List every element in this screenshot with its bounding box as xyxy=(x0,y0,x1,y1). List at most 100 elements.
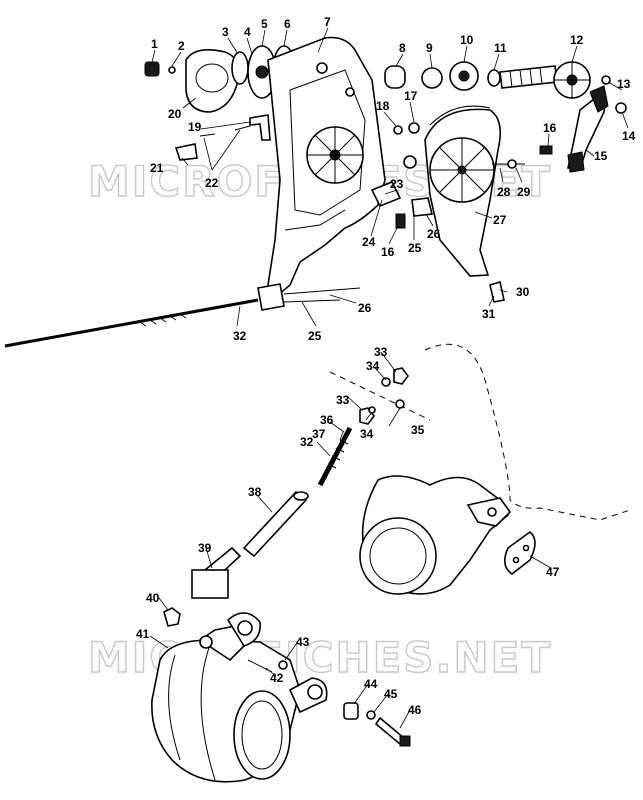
part-small-gear-center xyxy=(458,70,470,82)
callout-7: 7 xyxy=(324,15,331,29)
callout-12: 12 xyxy=(570,33,584,47)
part-pin-head xyxy=(507,159,517,169)
upper-assembly xyxy=(4,36,627,348)
part-deflector-opening-inner xyxy=(369,527,427,585)
part-frame-bolt-top xyxy=(316,62,328,74)
part-chute-ear-hole xyxy=(237,620,253,636)
part-gear-wheel-spokes xyxy=(554,62,590,98)
part-frame-lower-arm xyxy=(284,209,346,231)
part-crank-grip xyxy=(589,85,609,113)
part-cable-guide-2 xyxy=(283,299,341,303)
callout-38: 38 xyxy=(248,485,262,499)
part-cap xyxy=(144,61,160,77)
part-washer-small xyxy=(168,66,176,74)
part-chute-pivot xyxy=(199,635,213,649)
callout-21: 21 xyxy=(150,161,164,175)
part-knob-housing xyxy=(185,49,240,113)
part-cable-clamp xyxy=(257,283,285,311)
callout-25: 25 xyxy=(408,241,422,255)
callout-13: 13 xyxy=(617,77,631,91)
part-quadrant-teeth xyxy=(429,105,491,126)
part-bushing xyxy=(421,67,443,89)
callout-10: 10 xyxy=(460,33,474,47)
part-bolt-18 xyxy=(393,125,403,135)
callout-24: 24 xyxy=(362,235,376,249)
part-bolt-17 xyxy=(408,122,420,134)
callout-16: 16 xyxy=(543,121,557,135)
callout-3: 3 xyxy=(222,25,229,39)
part-plate-3 xyxy=(231,51,249,85)
part-bracket-21 xyxy=(174,143,198,161)
part-spring-clip xyxy=(504,530,536,575)
part-chute-opening-inner xyxy=(241,700,283,770)
callout-36: 36 xyxy=(320,413,334,427)
callout-37: 37 xyxy=(312,427,326,441)
part-knob-opening xyxy=(195,63,229,93)
callout-33: 33 xyxy=(374,345,388,359)
callout-22: 22 xyxy=(205,176,219,190)
callout-46: 46 xyxy=(408,703,422,717)
callout-23: 23 xyxy=(390,177,404,191)
callout-25b: 25 xyxy=(308,329,322,343)
part-ring xyxy=(487,69,501,87)
callout-26: 26 xyxy=(427,227,441,241)
callout-26b: 26 xyxy=(358,301,372,315)
part-rod-end-plate xyxy=(191,569,229,599)
part-crank-tip xyxy=(567,151,585,173)
part-tube-end xyxy=(293,491,309,501)
part-tube xyxy=(242,490,308,558)
callout-28: 28 xyxy=(497,185,511,199)
part-deflector-hole xyxy=(487,507,497,517)
part-spring-24 xyxy=(395,213,406,229)
part-washer-35 xyxy=(395,399,405,409)
part-frame-rib-outer xyxy=(289,69,366,216)
part-bracket-19 xyxy=(249,114,271,141)
part-threaded-stud xyxy=(317,426,353,487)
callout-5: 5 xyxy=(261,17,268,31)
part-spring-16 xyxy=(539,145,553,155)
callout-2: 2 xyxy=(178,39,185,53)
callout-44: 44 xyxy=(364,677,378,691)
dashed-boundary xyxy=(329,343,631,521)
callout-19: 19 xyxy=(188,120,202,134)
part-bolt-46-head xyxy=(399,735,411,747)
part-chute-opening xyxy=(233,690,291,780)
part-cable-rod-ribs xyxy=(139,313,187,327)
callout-34b: 34 xyxy=(360,427,374,441)
callout-27: 27 xyxy=(493,213,507,227)
callout-32: 32 xyxy=(233,329,247,343)
part-worm-threads xyxy=(509,67,543,88)
callout-1: 1 xyxy=(151,37,158,51)
part-washer-45 xyxy=(366,710,376,720)
callout-35: 35 xyxy=(411,423,425,437)
part-bushing-ring xyxy=(403,155,417,169)
callout-9: 9 xyxy=(426,41,433,55)
callout-40: 40 xyxy=(146,591,160,605)
part-washer-34-top xyxy=(381,377,391,387)
part-clip-hole-2 xyxy=(522,544,530,552)
callout-14: 14 xyxy=(622,129,636,143)
callout-30: 30 xyxy=(516,285,530,299)
callout-29: 29 xyxy=(517,185,531,199)
part-screw-22a xyxy=(199,133,216,137)
part-frame-bolt-mid xyxy=(345,87,355,97)
part-cable-rod xyxy=(4,298,259,348)
callout-42: 42 xyxy=(270,671,284,685)
part-washer-43 xyxy=(278,660,288,670)
part-washer-34-mid xyxy=(368,406,376,414)
part-screw-14 xyxy=(615,102,627,114)
callout-20: 20 xyxy=(168,107,182,121)
leader-lines xyxy=(149,27,629,729)
part-screw-22b xyxy=(234,125,251,131)
callout-17: 17 xyxy=(404,89,418,103)
callout-47: 47 xyxy=(546,565,560,579)
callout-16b: 16 xyxy=(381,245,395,259)
part-stud-threads xyxy=(327,439,349,469)
callout-45: 45 xyxy=(384,687,398,701)
callout-18: 18 xyxy=(376,99,390,113)
callout-6: 6 xyxy=(284,17,291,31)
part-gear-hub xyxy=(255,65,269,79)
callout-34: 34 xyxy=(366,359,380,373)
callout-41: 41 xyxy=(136,627,150,641)
